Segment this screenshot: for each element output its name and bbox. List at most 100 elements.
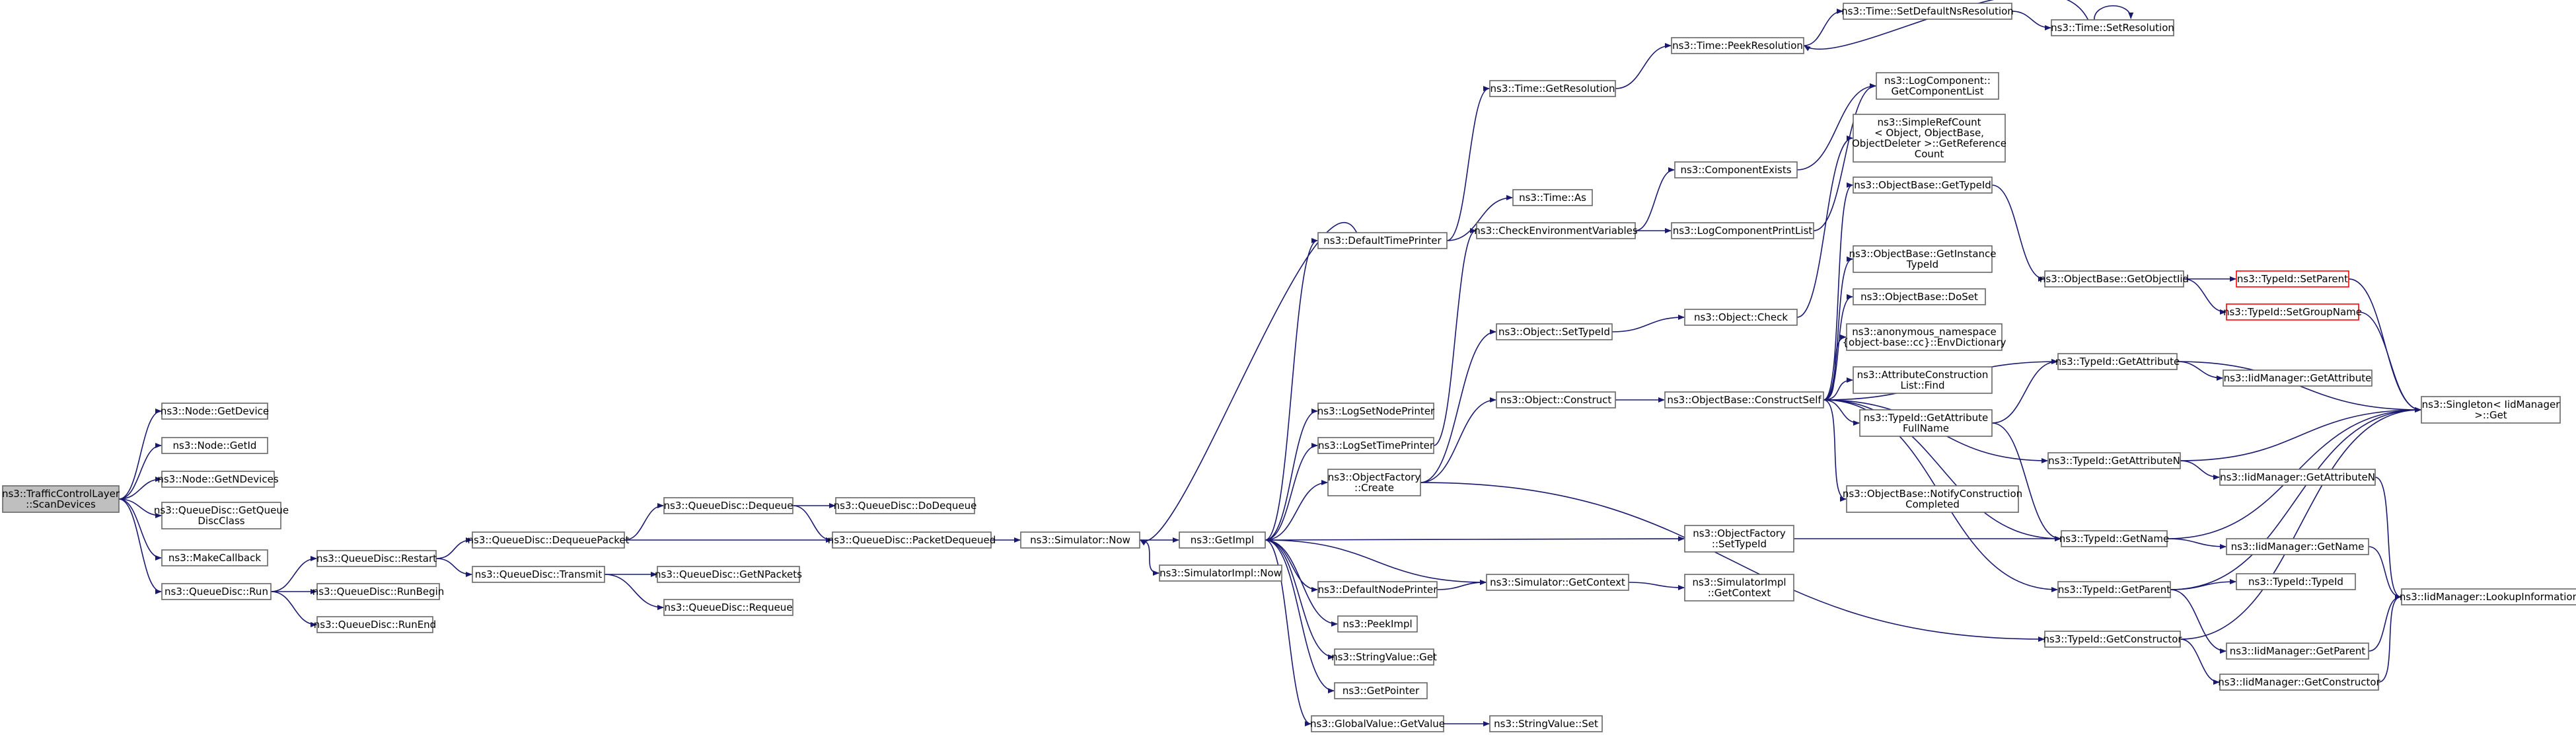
node-tidgetparent[interactable]: ns3::TypeId::GetParent	[2057, 581, 2171, 598]
node-dequeuepacket[interactable]: ns3::QueueDisc::DequeuePacket	[468, 531, 630, 549]
node-timepeekres[interactable]: ns3::Time::PeekResolution	[1671, 37, 1804, 54]
node-label: ns3::DefaultNodePrinter	[1318, 584, 1438, 596]
edge-tidgetattr-to-iidmgrgetattr	[2176, 361, 2223, 381]
edge-restart-to-dequeuepacket	[435, 537, 472, 559]
node-objsettypeid[interactable]: ns3::Object::SetTypeId	[1496, 323, 1613, 340]
node-iidmgrgetconstructor[interactable]: ns3::IidManager::GetConstructor	[2218, 674, 2381, 691]
node-box	[2421, 396, 2561, 424]
node-ofcreate[interactable]: ns3::ObjectFactory::Create	[1327, 469, 1421, 496]
node-simimplgetcontext[interactable]: ns3::SimulatorImpl::GetContext	[1684, 574, 1794, 601]
edge-tidgetattrn-to-iidmgrgetattrn	[2180, 460, 2220, 480]
node-label: ns3::Time::As	[1519, 192, 1586, 204]
node-box	[1179, 531, 1266, 549]
node-simplerefcount[interactable]: ns3::SimpleRefCount< Object, ObjectBase,…	[1852, 114, 2006, 163]
node-peekimpl[interactable]: ns3::PeekImpl	[1337, 615, 1418, 633]
node-iidmgrgetattrn[interactable]: ns3::IidManager::GetAttributeN	[2219, 469, 2376, 486]
node-getndevices[interactable]: ns3::Node::GetNDevices	[157, 471, 279, 488]
node-getnpackets[interactable]: ns3::QueueDisc::GetNPackets	[655, 566, 802, 583]
node-root[interactable]: ns3::TrafficControlLayer::ScanDevices	[2, 485, 120, 513]
node-label: ns3::TypeId::GetAttribute	[2055, 356, 2180, 368]
node-label: GetComponentList	[1891, 85, 1983, 97]
node-dequeue[interactable]: ns3::QueueDisc::Dequeue	[663, 497, 793, 514]
node-singletonget[interactable]: ns3::Singleton< IidManager>::Get	[2421, 396, 2561, 424]
node-runend[interactable]: ns3::QueueDisc::RunEnd	[314, 616, 436, 633]
node-label: ns3::Object::SetTypeId	[1498, 326, 1610, 338]
node-defnodeprinter[interactable]: ns3::DefaultNodePrinter	[1317, 581, 1438, 598]
node-label: ns3::anonymous_namespace	[1852, 326, 1996, 338]
node-label: ns3::Node::GetId	[173, 440, 257, 451]
node-tidsetparent[interactable]: ns3::TypeId::SetParent	[2236, 270, 2349, 288]
node-label: ns3::ObjectBase::GetInstance	[1849, 248, 1997, 260]
node-label: ns3::IidManager::GetAttributeN	[2220, 471, 2375, 483]
node-transmit[interactable]: ns3::QueueDisc::Transmit	[472, 566, 605, 583]
node-objconstruct[interactable]: ns3::Object::Construct	[1496, 391, 1616, 408]
node-qdrun[interactable]: ns3::QueueDisc::Run	[161, 583, 272, 600]
node-iidmgrgetparent[interactable]: ns3::IidManager::GetParent	[2226, 642, 2369, 660]
node-runbegin[interactable]: ns3::QueueDisc::RunBegin	[313, 583, 445, 600]
node-tidtypeid[interactable]: ns3::TypeId::TypeId	[2236, 573, 2356, 590]
node-logcompprintlist[interactable]: ns3::LogComponentPrintList	[1671, 222, 1814, 239]
node-logsettimeprinter[interactable]: ns3::LogSetTimePrinter	[1317, 437, 1434, 454]
node-packetdequeued[interactable]: ns3::QueueDisc::PacketDequeued	[828, 531, 996, 549]
node-restart[interactable]: ns3::QueueDisc::Restart	[316, 550, 437, 567]
node-deftimeprinter[interactable]: ns3::DefaultTimePrinter	[1317, 232, 1448, 249]
node-box	[1317, 437, 1434, 454]
node-tidsetgroupname[interactable]: ns3::TypeId::SetGroupName	[2223, 303, 2362, 321]
node-requeue[interactable]: ns3::QueueDisc::Requeue	[663, 599, 793, 616]
node-objcheck[interactable]: ns3::Object::Check	[1684, 309, 1798, 326]
node-label: FullName	[1903, 422, 1949, 434]
node-label: >::Get	[2474, 409, 2507, 421]
node-logsetnodeprinter[interactable]: ns3::LogSetNodePrinter	[1317, 403, 1435, 420]
node-box	[1489, 80, 1616, 97]
node-iidmgrlookup[interactable]: ns3::IidManager::LookupInformation	[2400, 588, 2576, 605]
node-box	[1489, 715, 1603, 732]
node-simimplnow[interactable]: ns3::SimulatorImpl::Now	[1159, 564, 1282, 582]
node-box	[2401, 588, 2576, 605]
node-checkenv[interactable]: ns3::CheckEnvironmentVariables	[1474, 222, 1638, 239]
node-label: ns3::TypeId::GetParent	[2058, 584, 2170, 596]
node-timegetres[interactable]: ns3::Time::GetResolution	[1489, 80, 1616, 97]
node-gvgetvalue[interactable]: ns3::GlobalValue::GetValue	[1310, 715, 1445, 732]
node-obgetobjectiid[interactable]: ns3::ObjectBase::GetObjectIid	[2040, 270, 2189, 288]
node-obgettypeid[interactable]: ns3::ObjectBase::GetTypeId	[1853, 176, 1993, 194]
edge-obconstructself-to-attrconstrfind	[1823, 377, 1853, 401]
node-logcompgetlist[interactable]: ns3::LogComponent::GetComponentList	[1876, 72, 1999, 100]
node-obnotifyconstr[interactable]: ns3::ObjectBase::NotifyConstructionCompl…	[1843, 485, 2022, 513]
node-ofsettypeid[interactable]: ns3::ObjectFactory::SetTypeId	[1684, 525, 1794, 553]
node-dodequeue[interactable]: ns3::QueueDisc::DoDequeue	[834, 497, 977, 514]
node-makecallback[interactable]: ns3::MakeCallback	[161, 549, 268, 566]
node-tidgetattrn[interactable]: ns3::TypeId::GetAttributeN	[2047, 452, 2181, 469]
node-box	[832, 531, 992, 549]
node-getpointer[interactable]: ns3::GetPointer	[1334, 682, 1428, 699]
edge-qdrun-to-restart	[270, 556, 317, 592]
node-timesetdefnsres[interactable]: ns3::Time::SetDefaultNsResolution	[1841, 3, 2014, 20]
node-iidmgrgetname[interactable]: ns3::IidManager::GetName	[2226, 538, 2369, 555]
edge-root-to-getid	[118, 443, 162, 500]
node-obconstructself[interactable]: ns3::ObjectBase::ConstructSelf	[1664, 391, 1824, 408]
node-timesetres[interactable]: ns3::Time::SetResolution	[2051, 19, 2174, 36]
node-label: ns3::IidManager::GetName	[2231, 541, 2365, 553]
node-anonenvdict[interactable]: ns3::anonymous_namespace{object-base::cc…	[1843, 323, 2006, 351]
node-label: ns3::QueueDisc::GetQueue	[154, 504, 289, 516]
node-simgetcontext[interactable]: ns3::Simulator::GetContext	[1486, 574, 1629, 591]
node-getimpl[interactable]: ns3::GetImpl	[1179, 531, 1266, 549]
node-strvalset[interactable]: ns3::StringValue::Set	[1489, 715, 1603, 732]
node-getdevice[interactable]: ns3::Node::GetDevice	[161, 403, 269, 420]
node-tidgetattr[interactable]: ns3::TypeId::GetAttribute	[2055, 353, 2180, 370]
node-iidmgrgetattr[interactable]: ns3::IidManager::GetAttribute	[2223, 369, 2373, 387]
node-simnow[interactable]: ns3::Simulator::Now	[1020, 531, 1140, 549]
edge-simgetcontext-to-simimplgetcontext	[1628, 582, 1685, 590]
node-label: ns3::LogComponentPrintList	[1673, 225, 1813, 237]
node-tidgetconstructor[interactable]: ns3::TypeId::GetConstructor	[2043, 631, 2182, 648]
node-tidgetname[interactable]: ns3::TypeId::GetName	[2059, 530, 2169, 547]
node-strvalget[interactable]: ns3::StringValue::Get	[1331, 648, 1437, 666]
node-getid[interactable]: ns3::Node::GetId	[161, 437, 268, 454]
node-timeas[interactable]: ns3::Time::As	[1512, 189, 1593, 206]
edge-tidgetattrfullname-to-tidgetname	[1991, 422, 2061, 541]
node-obdoset[interactable]: ns3::ObjectBase::DoSet	[1853, 288, 1986, 305]
node-compexists[interactable]: ns3::ComponentExists	[1674, 161, 1798, 178]
